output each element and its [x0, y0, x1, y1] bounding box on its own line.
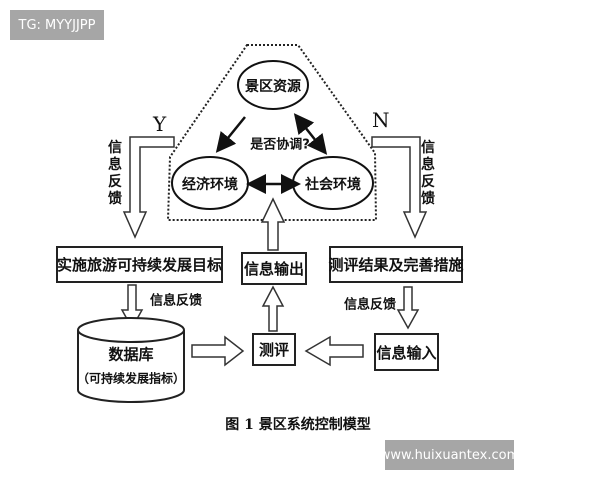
- box-info-input: 信息输入: [374, 333, 439, 371]
- label-feedback-goal: 信息反馈: [149, 293, 203, 309]
- label-database-sub: （可持续发展指标）: [76, 371, 186, 386]
- label-no: N: [372, 108, 390, 132]
- hollow-arrow-no-feedback: [371, 136, 428, 239]
- box-info-output: 信息输出: [241, 252, 307, 285]
- figure-caption: 图 1 景区系统控制模型: [225, 417, 371, 433]
- arrow-resources-economic: [215, 116, 246, 153]
- database-cylinder: [77, 317, 185, 403]
- hollow-arrow-output-to-system: [260, 197, 286, 251]
- box-results: 测评结果及完善措施: [329, 246, 464, 283]
- label-social-env: 社会环境: [305, 177, 361, 193]
- box-evaluation: 测评: [252, 333, 296, 366]
- label-scenic-resources: 景区资源: [245, 79, 301, 95]
- label-feedback-results: 信息反馈: [343, 297, 397, 313]
- label-right-feedback: 信息反馈: [421, 140, 435, 207]
- box-goal: 实施旅游可持续发展目标: [56, 246, 223, 283]
- hollow-arrow-eval-to-output: [261, 285, 285, 332]
- label-yes: Y: [153, 112, 167, 136]
- hollow-arrow-input-to-eval: [304, 335, 364, 367]
- label-left-feedback: 信息反馈: [108, 140, 122, 207]
- arrow-resources-social: [293, 113, 328, 155]
- watermark-badge-top: TG: MYYJJPP: [10, 10, 104, 40]
- hollow-arrow-database-to-eval: [191, 335, 245, 367]
- watermark-badge-bottom: www.huixuantex.com: [380, 440, 519, 470]
- hollow-arrow-results-to-input: [396, 286, 420, 330]
- dotted-system-boundary: [166, 44, 378, 221]
- label-coordination-question: 是否协调?: [250, 137, 310, 153]
- label-economic-env: 经济环境: [182, 177, 238, 193]
- label-database: 数据库: [108, 345, 154, 364]
- hollow-arrow-yes-feedback: [122, 136, 175, 239]
- ellipse-scenic-resources: [237, 60, 309, 110]
